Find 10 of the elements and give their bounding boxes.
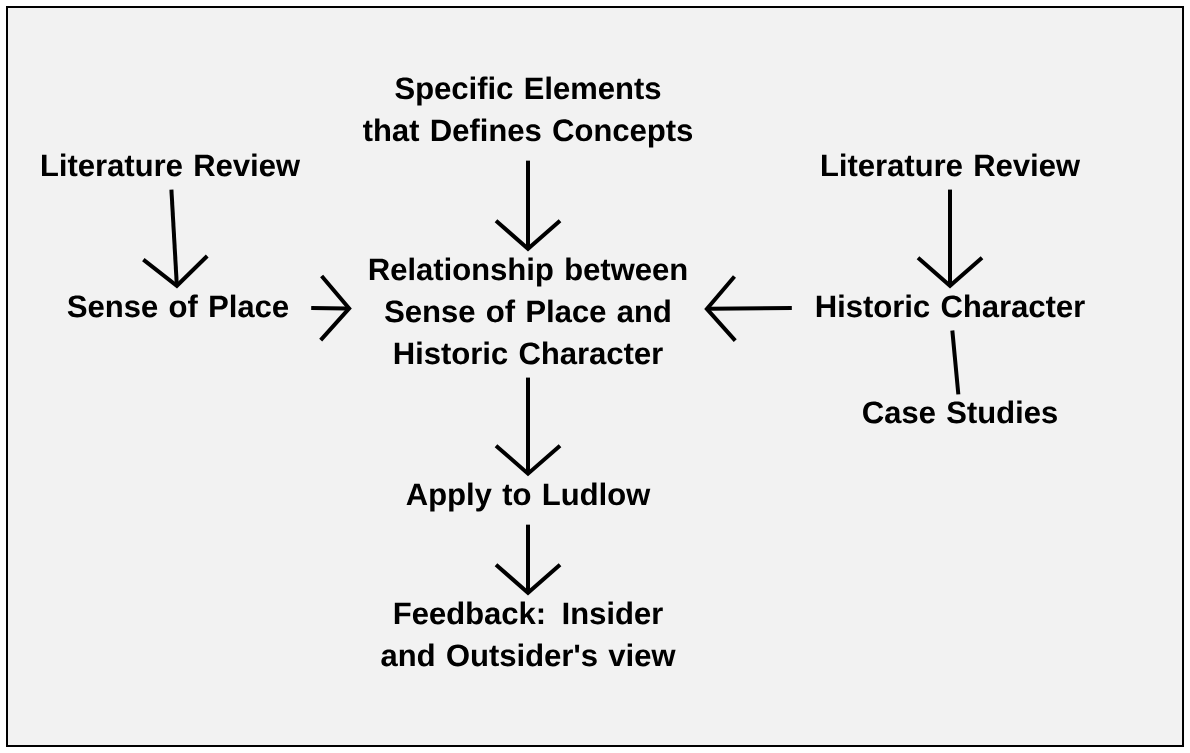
step-text: Apply to Ludlow [406, 482, 651, 512]
step-text: Relationship between Sense of Place and Historic Character [369, 257, 687, 365]
step-text: Literature Review [822, 153, 1081, 177]
step-text: Specific Elements that Defines Concepts [363, 76, 693, 148]
step-text: Literature Review [42, 153, 301, 177]
step-text: Feedback: Insider and Outsider's view [381, 601, 676, 667]
step-text: Sense of Place [67, 294, 289, 318]
step-text: Historic Character [816, 294, 1085, 318]
connector-line [950, 330, 961, 395]
step-text: Case Studies [863, 400, 1057, 424]
